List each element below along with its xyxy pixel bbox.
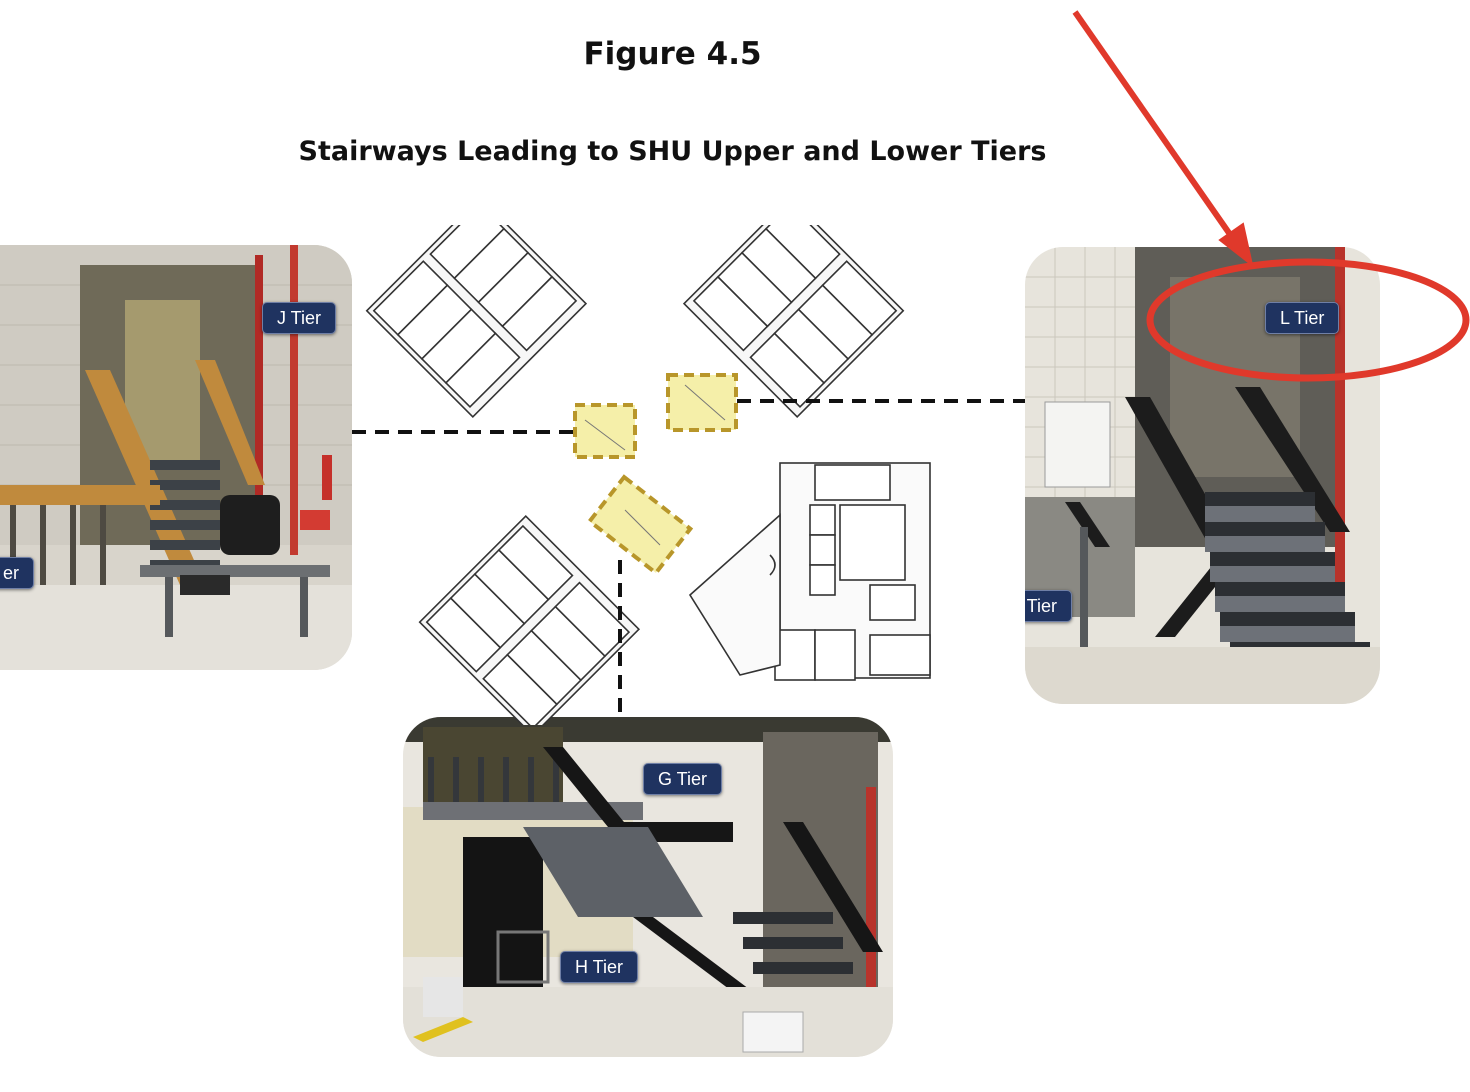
label-k-tier-partial: er — [0, 557, 35, 589]
shu-floor-plan — [365, 225, 931, 725]
stair-highlights — [573, 373, 738, 576]
figure-title: Figure 4.5 — [583, 36, 762, 72]
stair-zone-l — [666, 373, 738, 432]
figure-subtitle: Stairways Leading to SHU Upper and Lower… — [298, 136, 1047, 167]
photo-g-h-tier-stairway: G Tier H Tier — [403, 717, 893, 1057]
photo-l-m-tier-stairway: L Tier M Tier — [1025, 247, 1380, 704]
label-j-tier: J Tier — [262, 302, 337, 334]
label-h-tier: H Tier — [560, 951, 639, 983]
label-l-tier: L Tier — [1265, 302, 1340, 334]
photo-j-tier-stairway: J Tier er — [0, 245, 352, 670]
stair-zone-j — [573, 403, 637, 459]
label-m-tier: M Tier — [1025, 590, 1073, 622]
label-g-tier: G Tier — [643, 763, 723, 795]
